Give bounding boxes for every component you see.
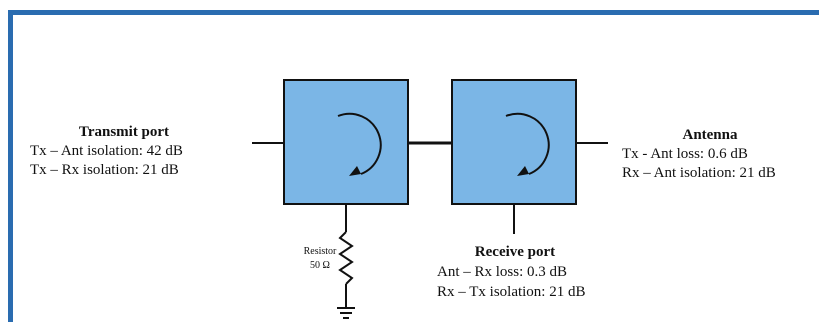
- resistor-symbol: [338, 231, 354, 285]
- transmit-line-1: Tx – Ant isolation: 42 dB: [30, 143, 183, 159]
- frame-top-border: [8, 10, 819, 15]
- receive-line-1: Ant – Rx loss: 0.3 dB: [437, 264, 568, 280]
- antenna-title: Antenna: [682, 127, 738, 143]
- transmit-line-2: Tx – Rx isolation: 21 dB: [30, 162, 179, 178]
- antenna-line-2: Rx – Ant isolation: 21 dB: [622, 165, 776, 181]
- resistor-label: Resistor: [303, 246, 337, 257]
- receive-port-title: Receive port: [474, 244, 556, 260]
- receive-line-2: Rx – Tx isolation: 21 dB: [437, 284, 586, 300]
- circulator-2-arrowhead: [517, 166, 529, 176]
- circulator-1-rotation-arrow: [337, 112, 382, 175]
- circulator-1: [283, 79, 409, 205]
- circulator-1-arrowhead: [349, 166, 361, 176]
- frame-left-border: [8, 10, 13, 322]
- resistor-value: 50 Ω: [310, 260, 330, 271]
- circulator-2: [451, 79, 577, 205]
- circulator-2-rotation-arrow: [505, 112, 550, 175]
- antenna-line-1: Tx - Ant loss: 0.6 dB: [622, 146, 748, 162]
- transmit-port-title: Transmit port: [78, 124, 170, 140]
